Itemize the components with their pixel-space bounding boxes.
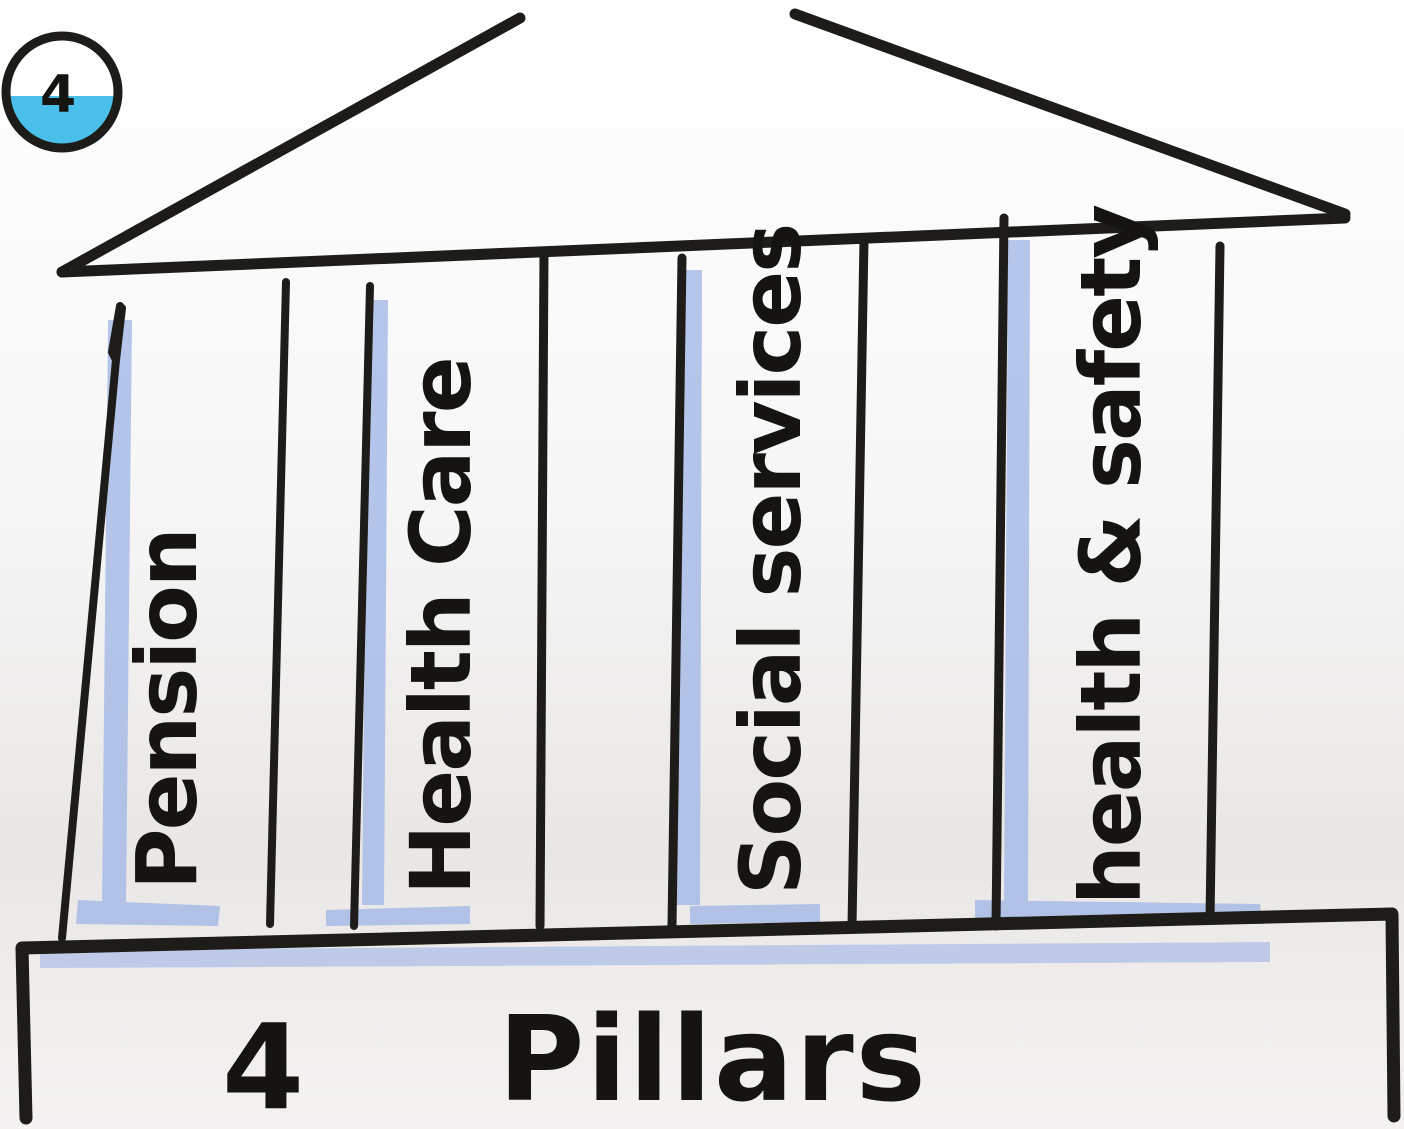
step-badge: 4 — [6, 36, 118, 150]
pillar-lines — [62, 218, 1220, 938]
roof-right-slope — [795, 14, 1345, 214]
base-count: 4 — [222, 998, 306, 1129]
pillar-label-health-safety: health & safety — [1062, 205, 1160, 905]
pillar-1-right-edge — [270, 282, 286, 924]
pillar-2-right-edge — [540, 252, 544, 926]
pillar-3-right-edge — [852, 240, 864, 926]
pillar-shadow — [326, 906, 470, 926]
roof-left-slope — [62, 18, 520, 272]
pillar-4-right-edge — [1210, 246, 1220, 920]
pillar-label-pension: Pension — [118, 529, 216, 890]
pillar-label-social-services: Social services — [722, 225, 820, 895]
pillar-shadow — [690, 904, 820, 924]
pillar-label-health-care: Health Care — [392, 358, 490, 895]
base-label: Pillars — [498, 990, 928, 1128]
pillar-4-left-edge — [996, 218, 1004, 926]
pillar-shadow — [76, 900, 220, 926]
badge-number: 4 — [40, 65, 76, 125]
pillar-shadow — [1004, 240, 1030, 905]
temple-base: 4 Pillars — [22, 914, 1394, 1129]
